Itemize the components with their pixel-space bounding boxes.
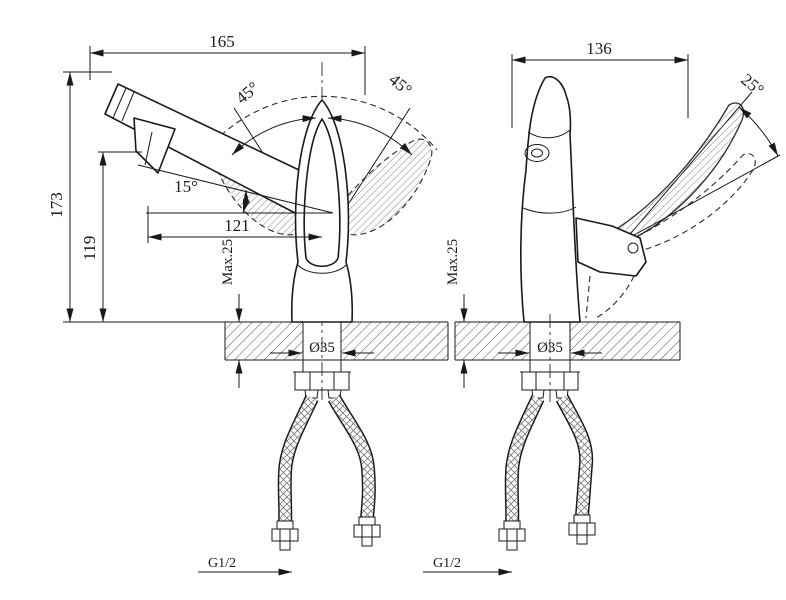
dim-front-hole-diameter: Ø35 xyxy=(309,340,335,356)
side-handle-mount xyxy=(575,217,647,277)
spout-outlet-outer xyxy=(524,144,550,162)
hose-right-fitting xyxy=(353,516,381,547)
dim-swing-left: 45° xyxy=(232,78,262,108)
base-seam xyxy=(297,264,347,274)
faucet-body-loop-inner xyxy=(303,118,341,268)
dim-front-spout-height: 119 xyxy=(80,236,99,261)
side-hidden-lines xyxy=(585,275,635,319)
side-hose-left xyxy=(504,395,545,523)
side-mounting-nut-flats xyxy=(535,372,565,390)
hose-right xyxy=(327,394,376,519)
front-view xyxy=(104,62,449,551)
handle-pivot xyxy=(627,242,639,254)
side-body-outline xyxy=(520,76,581,323)
deck-hatch-right xyxy=(341,322,448,360)
dim-side-hole-diameter: Ø35 xyxy=(537,340,563,356)
side-deck-hatch-left xyxy=(455,322,530,360)
dim-side-depth: 136 xyxy=(586,39,612,58)
side-view xyxy=(454,76,781,551)
spout-aerator-lines xyxy=(112,87,135,122)
dim-front-height: 173 xyxy=(47,192,66,218)
side-deck-lines xyxy=(454,321,681,361)
mounting-nut-flats xyxy=(309,372,335,390)
hose-left-fitting xyxy=(271,520,299,551)
dim-side-thread: G1/2 xyxy=(433,556,461,571)
dim-side-deck-thickness: Max.25 xyxy=(445,239,461,285)
dim-front-thread: G1/2 xyxy=(208,556,236,571)
side-handle-blade xyxy=(616,102,745,242)
mounting-nut xyxy=(294,371,350,391)
dim-front-width: 165 xyxy=(209,32,235,51)
side-body-seam xyxy=(522,206,577,214)
pullout-head-seam xyxy=(144,131,153,166)
side-hose-right-fitting xyxy=(568,514,596,545)
hose-connectors xyxy=(304,389,342,399)
angle-45-right-arc xyxy=(327,115,413,156)
dim-spout-angle: 15° xyxy=(174,177,198,196)
hose-left xyxy=(277,395,319,523)
shank-lines xyxy=(302,322,342,372)
side-shank-lines xyxy=(529,322,571,372)
angle-15-lines xyxy=(137,164,334,214)
dim-swing-right: 45° xyxy=(385,70,415,100)
spout-outlet-inner xyxy=(531,148,543,158)
side-cap-seam xyxy=(527,129,571,139)
angle-15-arc xyxy=(242,189,250,214)
dim-side-swing: 25° xyxy=(737,70,767,100)
side-hose-right xyxy=(555,394,594,517)
angle-25-arc xyxy=(738,106,779,157)
side-view-dimensions: 136 25° Max.25 Ø35 G1/2 xyxy=(423,39,779,576)
dim-spout-reach: 121 xyxy=(224,216,250,235)
ext-136 xyxy=(511,54,689,128)
pullout-head xyxy=(133,117,176,174)
angle-45-left-arc xyxy=(231,115,317,156)
deck-lines xyxy=(224,321,449,361)
side-handle-alt-position xyxy=(629,153,756,253)
deck-hatch-left xyxy=(225,322,303,360)
dim-front-deck-thickness: Max.25 xyxy=(220,239,236,285)
side-hose-left-fitting xyxy=(498,520,526,551)
side-deck-hatch-right xyxy=(570,322,680,360)
spout-outline xyxy=(104,83,304,215)
front-view-dimensions: 165 173 119 15° 121 45° 45° Max.25 Ø35 G… xyxy=(47,32,416,576)
faucet-body-loop xyxy=(290,99,354,323)
